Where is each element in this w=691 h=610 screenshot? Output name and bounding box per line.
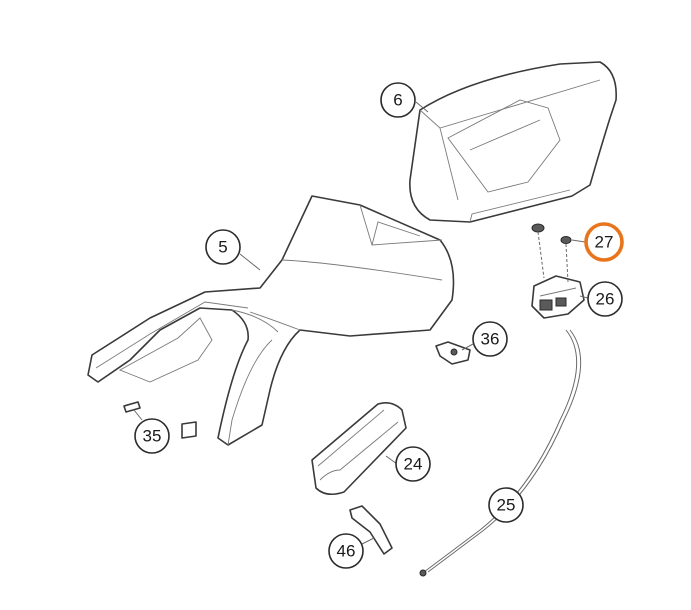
tool-pad-part — [311, 402, 407, 496]
callout-5: 5 — [205, 229, 261, 271]
wing-nut-part — [435, 341, 471, 365]
callout-24-label: 24 — [404, 455, 423, 474]
callout-6: 6 — [380, 82, 429, 118]
callout-27-label: 27 — [595, 233, 614, 252]
callout-25-label: 25 — [497, 496, 516, 515]
callout-5-label: 5 — [218, 238, 227, 257]
callout-27-highlighted: 27 — [571, 222, 624, 262]
seat-lock-part — [531, 275, 585, 319]
callout-46: 46 — [328, 533, 375, 569]
lock-cable-part — [419, 329, 582, 577]
clip-part — [123, 401, 197, 439]
callout-6-label: 6 — [393, 91, 402, 110]
strap-part — [349, 505, 393, 555]
callout-36-label: 36 — [481, 330, 500, 349]
callout-36: 36 — [461, 321, 508, 357]
callout-26: 26 — [579, 281, 623, 317]
callout-26-label: 26 — [596, 290, 615, 309]
callout-35-label: 35 — [143, 427, 162, 446]
rider-seat-part — [87, 195, 455, 446]
screw-parts — [531, 223, 572, 283]
passenger-seat-part — [409, 61, 617, 223]
callout-46-label: 46 — [337, 542, 356, 561]
callout-24: 24 — [385, 446, 431, 482]
callout-35: 35 — [133, 409, 170, 454]
callout-25: 25 — [488, 487, 524, 523]
